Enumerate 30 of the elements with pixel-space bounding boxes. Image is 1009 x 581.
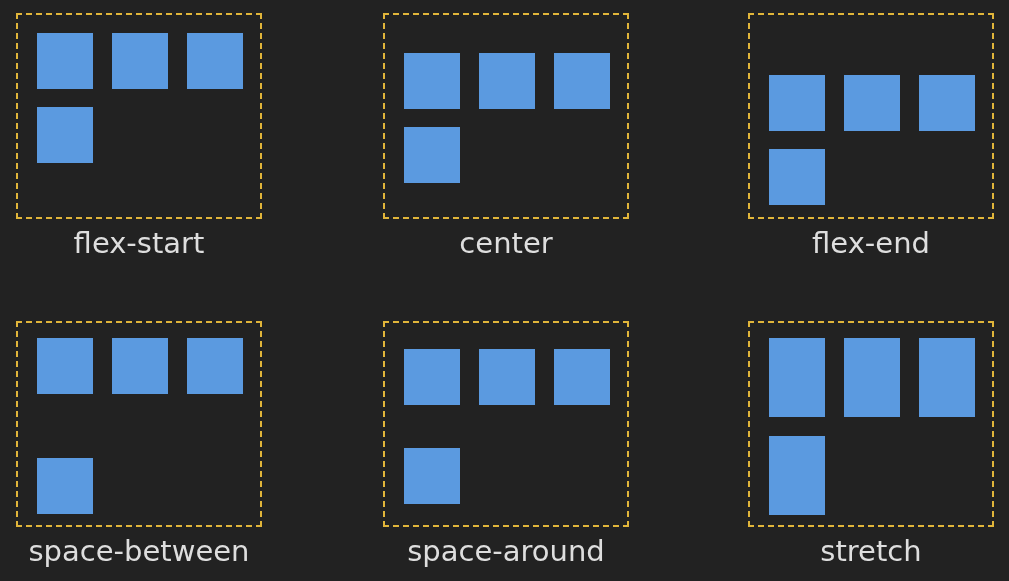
- flex-item: [479, 53, 535, 109]
- flex-item: [479, 349, 535, 405]
- flex-item: [769, 436, 825, 515]
- caption-label: space-between: [27, 534, 251, 568]
- flex-item: [769, 149, 825, 205]
- flex-item: [37, 338, 93, 394]
- flex-item: [769, 338, 825, 417]
- flex-item: [112, 338, 168, 394]
- flex-item: [919, 338, 975, 417]
- flex-item: [844, 338, 900, 417]
- caption-label: center: [458, 226, 554, 260]
- flex-item: [919, 75, 975, 131]
- flex-item: [37, 33, 93, 89]
- flex-item: [187, 338, 243, 394]
- flex-item: [37, 458, 93, 514]
- flex-item: [37, 107, 93, 163]
- flex-item: [554, 53, 610, 109]
- flex-item: [404, 349, 460, 405]
- flex-item: [404, 127, 460, 183]
- flex-item: [112, 33, 168, 89]
- flex-item: [404, 448, 460, 504]
- caption-label: space-around: [406, 534, 606, 568]
- flex-item: [404, 53, 460, 109]
- caption-label: stretch: [819, 534, 923, 568]
- flex-item: [187, 33, 243, 89]
- flex-item: [844, 75, 900, 131]
- flex-item: [554, 349, 610, 405]
- flex-item: [769, 75, 825, 131]
- caption-label: flex-end: [811, 226, 931, 260]
- caption-label: flex-start: [72, 226, 206, 260]
